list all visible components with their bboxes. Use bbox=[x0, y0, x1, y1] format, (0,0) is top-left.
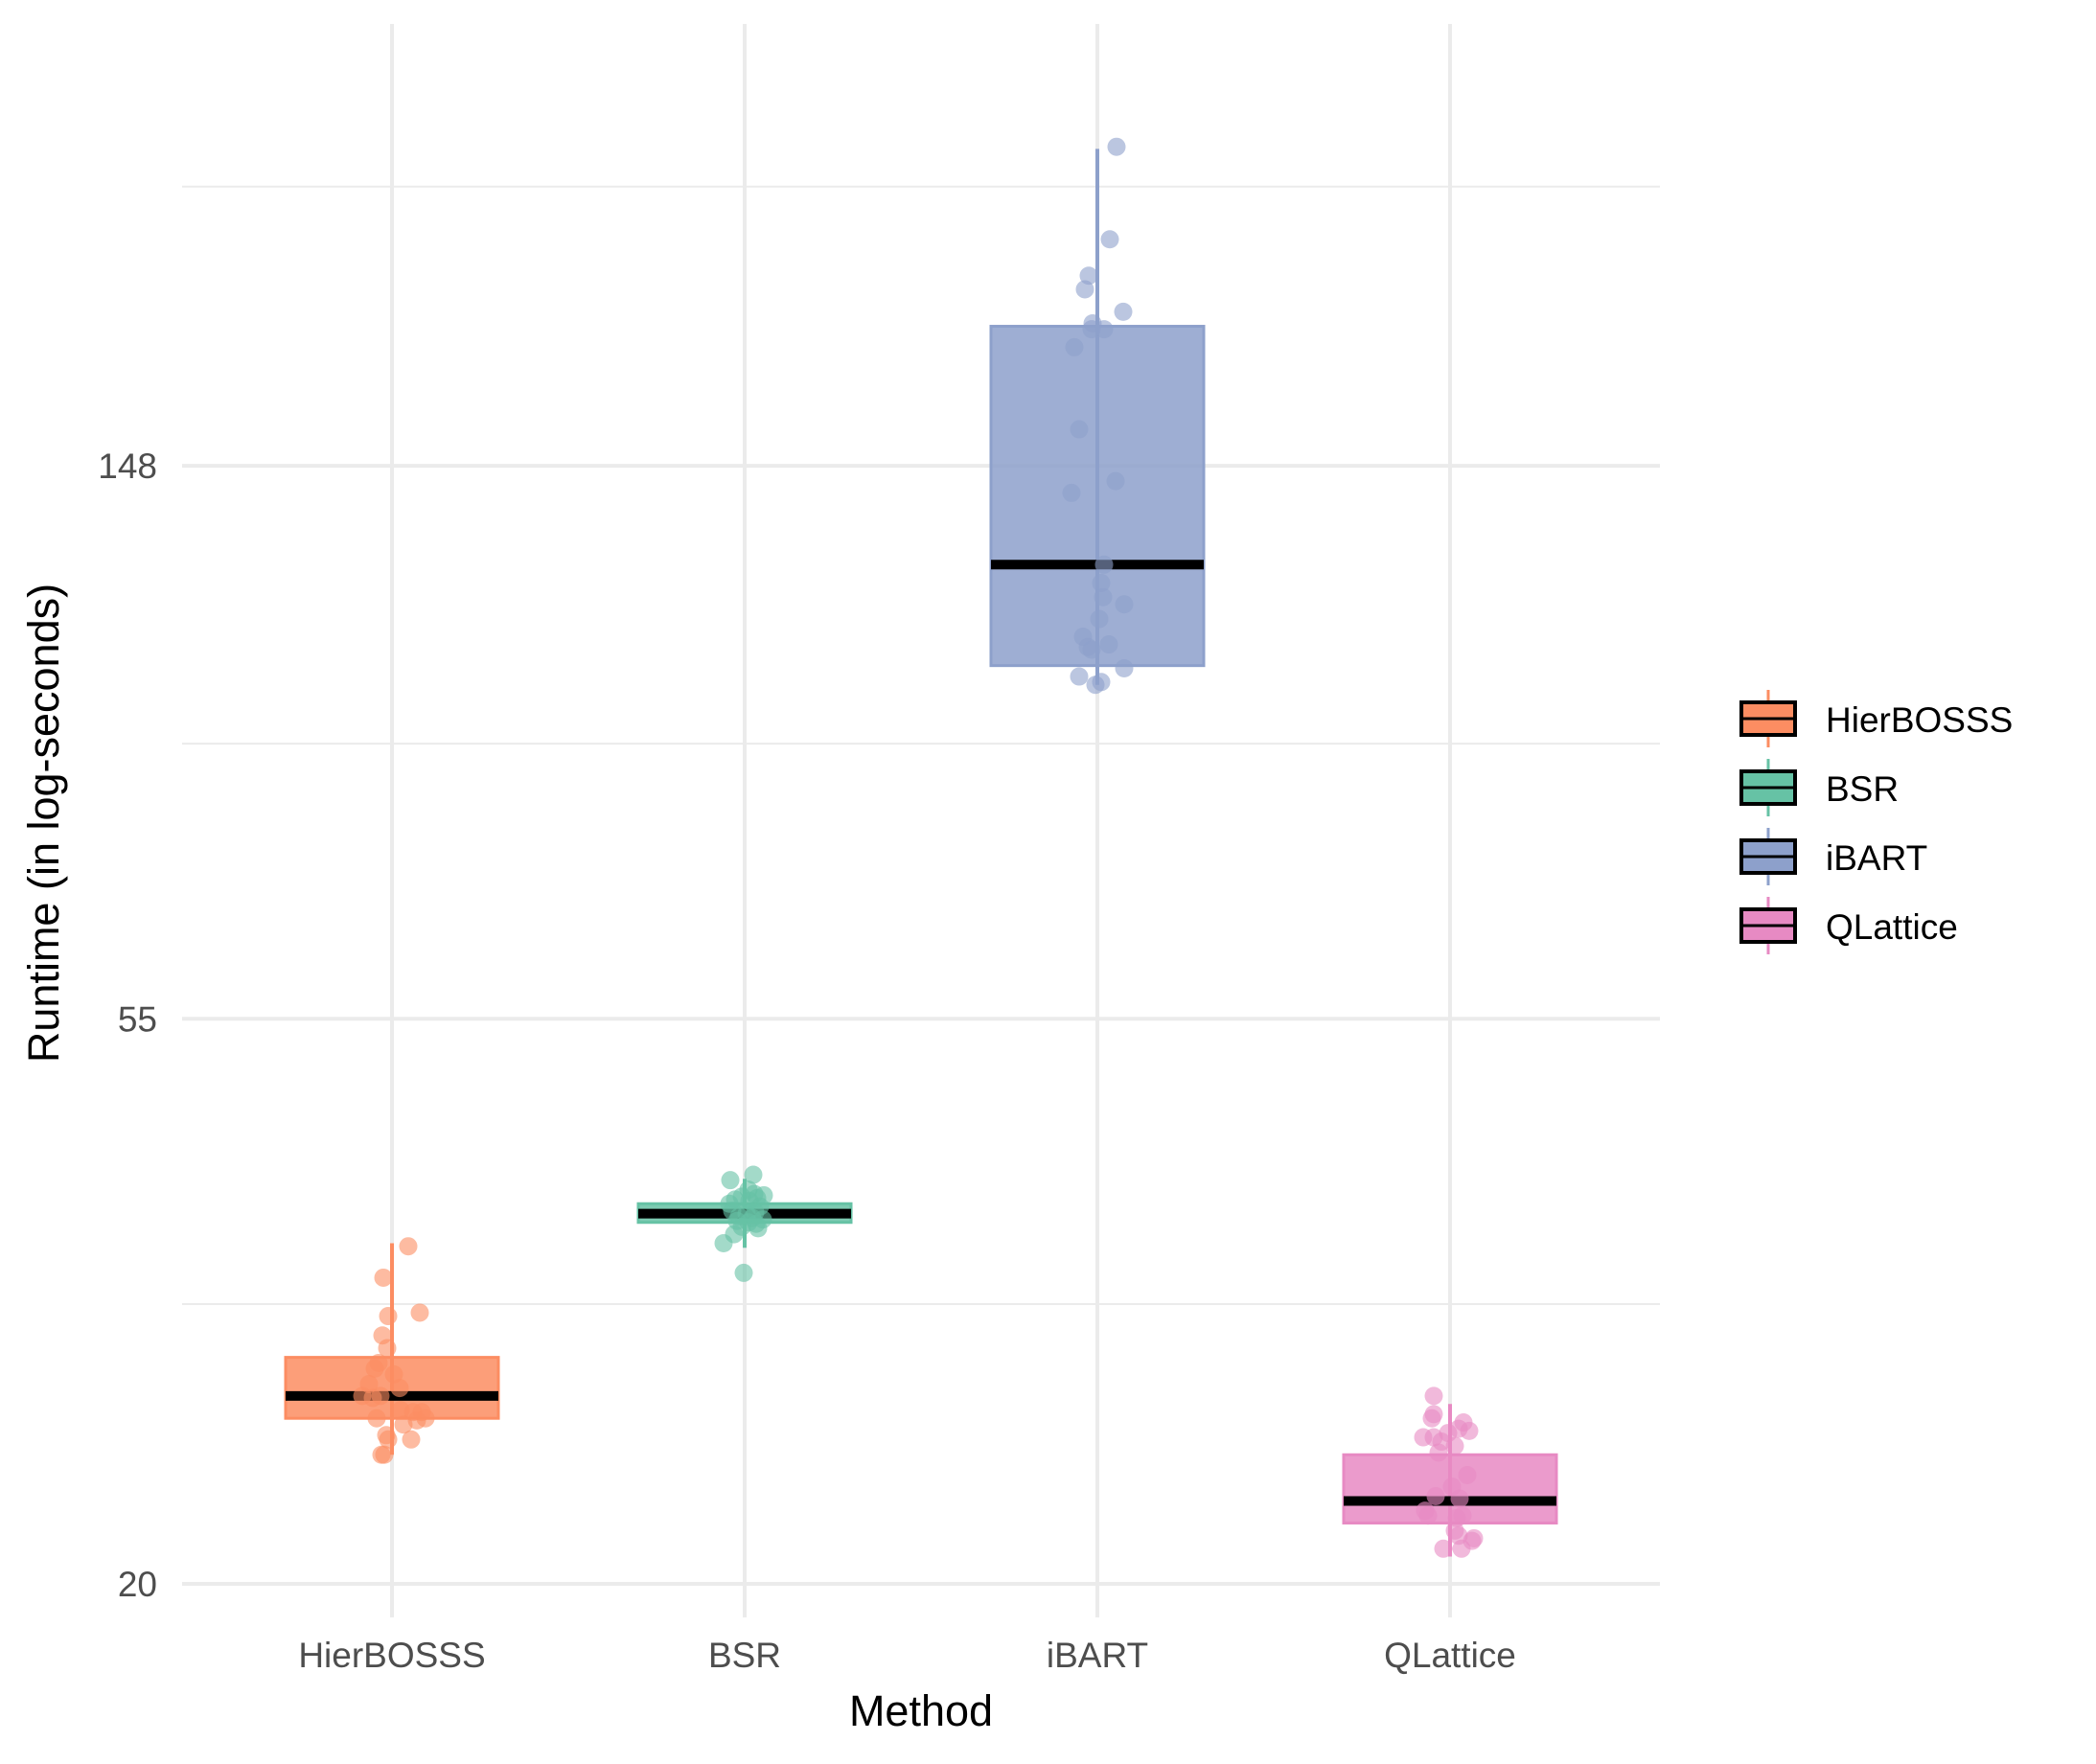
x-tick-label: QLattice bbox=[1384, 1636, 1516, 1675]
data-point bbox=[1070, 420, 1089, 439]
box-layer bbox=[284, 137, 1558, 1558]
y-tick-label: 148 bbox=[98, 447, 157, 486]
data-point bbox=[1075, 280, 1094, 299]
data-point bbox=[744, 1165, 763, 1184]
legend-label: BSR bbox=[1826, 769, 1899, 809]
data-point bbox=[363, 1388, 382, 1408]
data-point bbox=[394, 1415, 413, 1434]
data-point bbox=[1099, 635, 1118, 654]
box-group-bsr bbox=[636, 1165, 853, 1282]
data-point bbox=[410, 1303, 429, 1322]
data-point bbox=[1092, 573, 1111, 592]
data-point bbox=[1086, 676, 1105, 695]
data-point bbox=[1106, 471, 1125, 491]
data-point bbox=[734, 1263, 753, 1282]
data-point bbox=[1114, 302, 1133, 321]
x-tick-label: BSR bbox=[708, 1636, 781, 1675]
box-group-hierbosss bbox=[284, 1237, 500, 1464]
data-point bbox=[1100, 230, 1119, 249]
data-point bbox=[391, 1401, 410, 1420]
legend-item-ibart: iBART bbox=[1739, 828, 1927, 885]
legend-item-qlattice: QLattice bbox=[1739, 897, 1958, 954]
data-point bbox=[1418, 1506, 1438, 1525]
data-point bbox=[721, 1171, 740, 1190]
data-point bbox=[1458, 1465, 1477, 1484]
x-tick-label: HierBOSSS bbox=[298, 1636, 485, 1675]
data-point bbox=[378, 1339, 397, 1358]
legend-item-hierbosss: HierBOSSS bbox=[1739, 690, 2013, 747]
data-point bbox=[399, 1237, 418, 1256]
legend-item-bsr: BSR bbox=[1739, 759, 1899, 816]
data-point bbox=[384, 1364, 403, 1384]
data-point bbox=[374, 1268, 393, 1287]
data-point bbox=[379, 1307, 398, 1326]
data-point bbox=[1065, 337, 1084, 356]
x-axis-title: Method bbox=[849, 1686, 993, 1735]
data-point bbox=[714, 1234, 733, 1253]
data-point bbox=[365, 1359, 384, 1378]
legend-label: QLattice bbox=[1826, 907, 1958, 947]
box-group-ibart bbox=[989, 137, 1206, 695]
data-point bbox=[379, 1430, 398, 1449]
data-point bbox=[1445, 1436, 1464, 1455]
data-point bbox=[1464, 1528, 1484, 1547]
y-tick-label: 55 bbox=[118, 999, 157, 1039]
data-point bbox=[1094, 320, 1114, 339]
data-point bbox=[1094, 555, 1114, 574]
data-point bbox=[1070, 667, 1089, 686]
legend-label: iBART bbox=[1826, 838, 1927, 878]
data-point bbox=[1452, 1539, 1471, 1558]
data-point bbox=[1424, 1386, 1443, 1406]
x-tick-label: iBART bbox=[1047, 1636, 1148, 1675]
data-point bbox=[1082, 640, 1101, 659]
data-point bbox=[1426, 1486, 1445, 1505]
data-point bbox=[1090, 609, 1109, 629]
y-tick-label: 20 bbox=[118, 1565, 157, 1604]
data-point bbox=[1429, 1443, 1448, 1462]
legend: HierBOSSS BSR iBART QLattice bbox=[1739, 690, 2013, 954]
y-axis-title: Runtime (in log-seconds) bbox=[19, 584, 68, 1063]
data-point bbox=[1115, 595, 1134, 614]
data-point bbox=[1450, 1489, 1469, 1508]
data-point bbox=[416, 1409, 435, 1428]
data-point bbox=[1422, 1409, 1441, 1428]
data-point bbox=[1094, 587, 1113, 607]
data-point bbox=[1453, 1506, 1472, 1525]
data-point bbox=[1107, 137, 1126, 156]
data-point bbox=[402, 1430, 421, 1449]
data-point bbox=[367, 1409, 386, 1428]
data-point bbox=[1434, 1539, 1453, 1558]
legend-label: HierBOSSS bbox=[1826, 700, 2013, 740]
data-point bbox=[390, 1379, 409, 1398]
box-group-qlattice bbox=[1342, 1386, 1558, 1558]
data-point bbox=[1082, 320, 1101, 339]
data-point bbox=[1062, 483, 1081, 502]
data-point bbox=[1115, 658, 1134, 677]
box-body bbox=[989, 325, 1206, 668]
data-point bbox=[375, 1445, 394, 1464]
data-point bbox=[749, 1219, 768, 1238]
